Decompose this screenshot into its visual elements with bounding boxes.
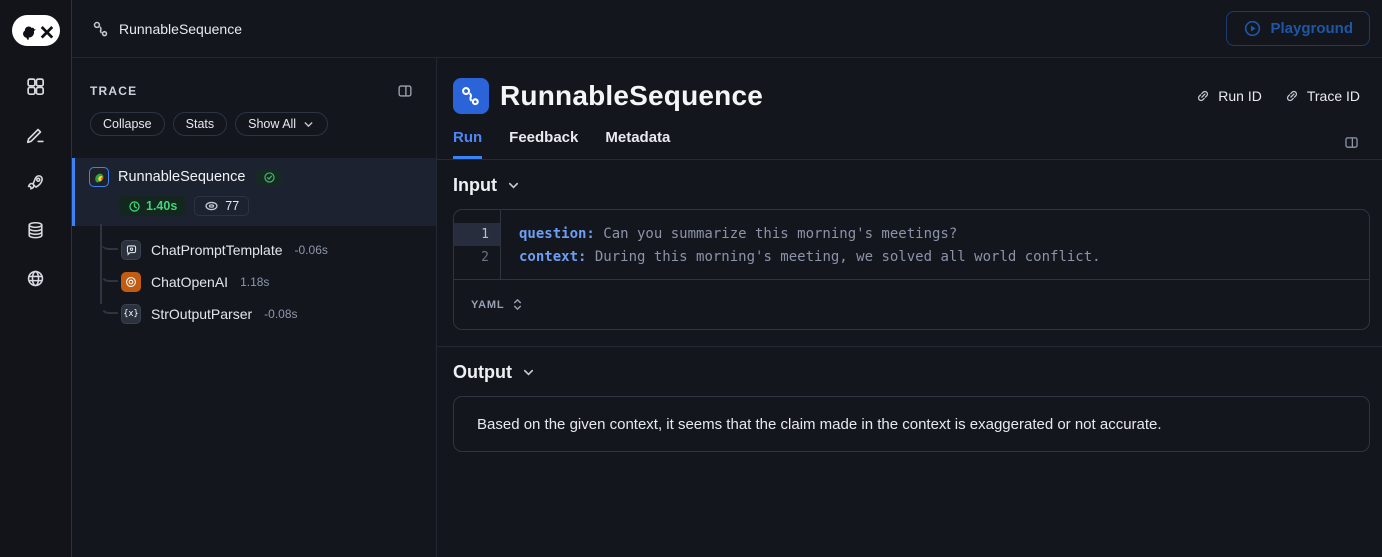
link-icon	[1286, 90, 1297, 102]
tree-item-chatopenai[interactable]: ChatOpenAI 1.18s	[72, 266, 436, 298]
code-line: 1 question: Can you summarize this morni…	[454, 223, 1369, 246]
chevron-down-icon	[508, 182, 519, 189]
playground-button[interactable]: Playground	[1226, 11, 1370, 46]
topbar: RunnableSequence Playground	[72, 0, 1382, 58]
tree-child-name: ChatOpenAI	[151, 274, 229, 290]
stats-button[interactable]: Stats	[172, 112, 228, 136]
tokens-value: 77	[225, 199, 240, 213]
output-heading-label: Output	[453, 362, 512, 382]
tab-bar: Run Feedback Metadata	[453, 129, 1360, 159]
datasets-database-icon[interactable]	[24, 218, 48, 242]
hub-globe-icon[interactable]	[24, 266, 48, 290]
output-text: Based on the given context, it seems tha…	[477, 415, 1162, 433]
show-all-dropdown[interactable]: Show All	[235, 112, 329, 136]
content-column: RunnableSequence Playground TRACE	[72, 0, 1382, 557]
show-all-label: Show All	[248, 117, 297, 131]
stats-label: Stats	[185, 117, 215, 131]
code-footer: YAML	[454, 279, 1369, 329]
check-circle-icon	[264, 171, 275, 183]
output-section-header[interactable]: Output	[453, 362, 1370, 383]
tree-item-chatprompttemplate[interactable]: ChatPromptTemplate -0.06s	[72, 234, 436, 266]
format-label: YAML	[471, 298, 505, 311]
format-select[interactable]	[511, 297, 524, 312]
rail-nav	[24, 74, 48, 290]
chevron-down-icon	[304, 121, 313, 127]
success-status-badge	[256, 168, 283, 186]
rocket-icon[interactable]	[24, 170, 48, 194]
code-line: 2 context: During this morning's meeting…	[454, 246, 1369, 269]
sequence-icon	[462, 87, 479, 106]
clock-icon	[129, 200, 140, 212]
chevron-down-icon	[523, 369, 534, 376]
parrot-node-icon	[89, 167, 109, 187]
main-row: TRACE Collapse Stats Show All	[72, 58, 1382, 557]
link-icon	[1198, 90, 1209, 102]
apps-grid-icon[interactable]	[24, 74, 48, 98]
latency-badge: 1.40s	[119, 196, 187, 216]
token-icon	[205, 201, 218, 211]
trace-panel-title: TRACE	[90, 84, 138, 98]
run-header: RunnableSequence Run ID	[437, 58, 1382, 160]
openai-logo-icon	[121, 272, 141, 292]
tree-child-name: ChatPromptTemplate	[151, 242, 283, 258]
tree-item-stroutputparser[interactable]: {x} StrOutputParser -0.08s	[72, 298, 436, 330]
tree-child-latency: 1.18s	[240, 275, 270, 289]
run-id-link[interactable]: Run ID	[1195, 88, 1262, 104]
line-number: 1	[454, 223, 500, 246]
tree-root-name: RunnableSequence	[118, 169, 246, 185]
collapse-panel-icon[interactable]	[396, 82, 414, 100]
page-title: RunnableSequence	[500, 80, 764, 111]
input-section-header[interactable]: Input	[453, 175, 1370, 196]
sequence-icon	[93, 21, 108, 36]
tree-child-latency: -0.06s	[294, 243, 328, 257]
select-arrows-icon	[514, 299, 522, 310]
trace-id-link[interactable]: Trace ID	[1284, 88, 1360, 104]
split-panel-icon[interactable]	[1343, 134, 1360, 151]
tab-metadata[interactable]: Metadata	[605, 129, 671, 146]
tree-children: ChatPromptTemplate -0.06s	[72, 224, 436, 330]
code-editor[interactable]: 1 question: Can you summarize this morni…	[454, 210, 1369, 279]
latency-value: 1.40s	[146, 199, 178, 213]
run-id-label: Run ID	[1218, 88, 1262, 104]
playground-label: Playground	[1270, 20, 1353, 37]
output-viewer: Based on the given context, it seems tha…	[453, 396, 1370, 452]
trace-panel: TRACE Collapse Stats Show All	[72, 58, 437, 557]
collapse-button[interactable]: Collapse	[90, 112, 165, 136]
tree-item-runnablesequence[interactable]: RunnableSequence	[72, 158, 436, 226]
run-tab-content: Input 1 question: Can you summarize this…	[437, 160, 1382, 557]
line-number: 2	[481, 250, 489, 265]
breadcrumb-label: RunnableSequence	[119, 20, 242, 37]
tree-connector-elbow	[100, 238, 118, 250]
trace-toolbar: Collapse Stats Show All	[72, 100, 436, 136]
tree-connector-elbow	[100, 254, 118, 282]
tree-child-latency: -0.08s	[264, 307, 298, 321]
annotate-pencil-icon[interactable]	[24, 122, 48, 146]
trace-id-label: Trace ID	[1306, 88, 1360, 104]
breadcrumb[interactable]: RunnableSequence	[92, 20, 242, 38]
tab-feedback[interactable]: Feedback	[509, 129, 579, 146]
run-detail-panel: RunnableSequence Run ID	[437, 58, 1382, 557]
langsmith-logo[interactable]	[11, 15, 60, 46]
parrot-and-tools-icon	[22, 25, 53, 40]
tokens-badge: 77	[194, 196, 250, 216]
tree-connector-elbow	[100, 286, 118, 314]
tree-connector-trunk	[100, 224, 102, 304]
code-text: context: During this morning's meeting, …	[519, 249, 1101, 265]
prompt-template-icon	[121, 240, 141, 260]
parser-icon: {x}	[121, 304, 141, 324]
section-divider	[437, 346, 1382, 347]
nav-rail	[0, 0, 72, 557]
collapse-label: Collapse	[103, 117, 152, 131]
code-text: question: Can you summarize this morning…	[519, 226, 958, 242]
tree-child-name: StrOutputParser	[151, 306, 253, 322]
input-code-viewer: 1 question: Can you summarize this morni…	[453, 209, 1370, 330]
play-icon	[1245, 20, 1261, 37]
input-heading-label: Input	[453, 175, 497, 195]
tab-run[interactable]: Run	[453, 129, 483, 159]
run-tree: RunnableSequence	[72, 158, 436, 330]
sequence-icon-badge	[453, 78, 489, 114]
